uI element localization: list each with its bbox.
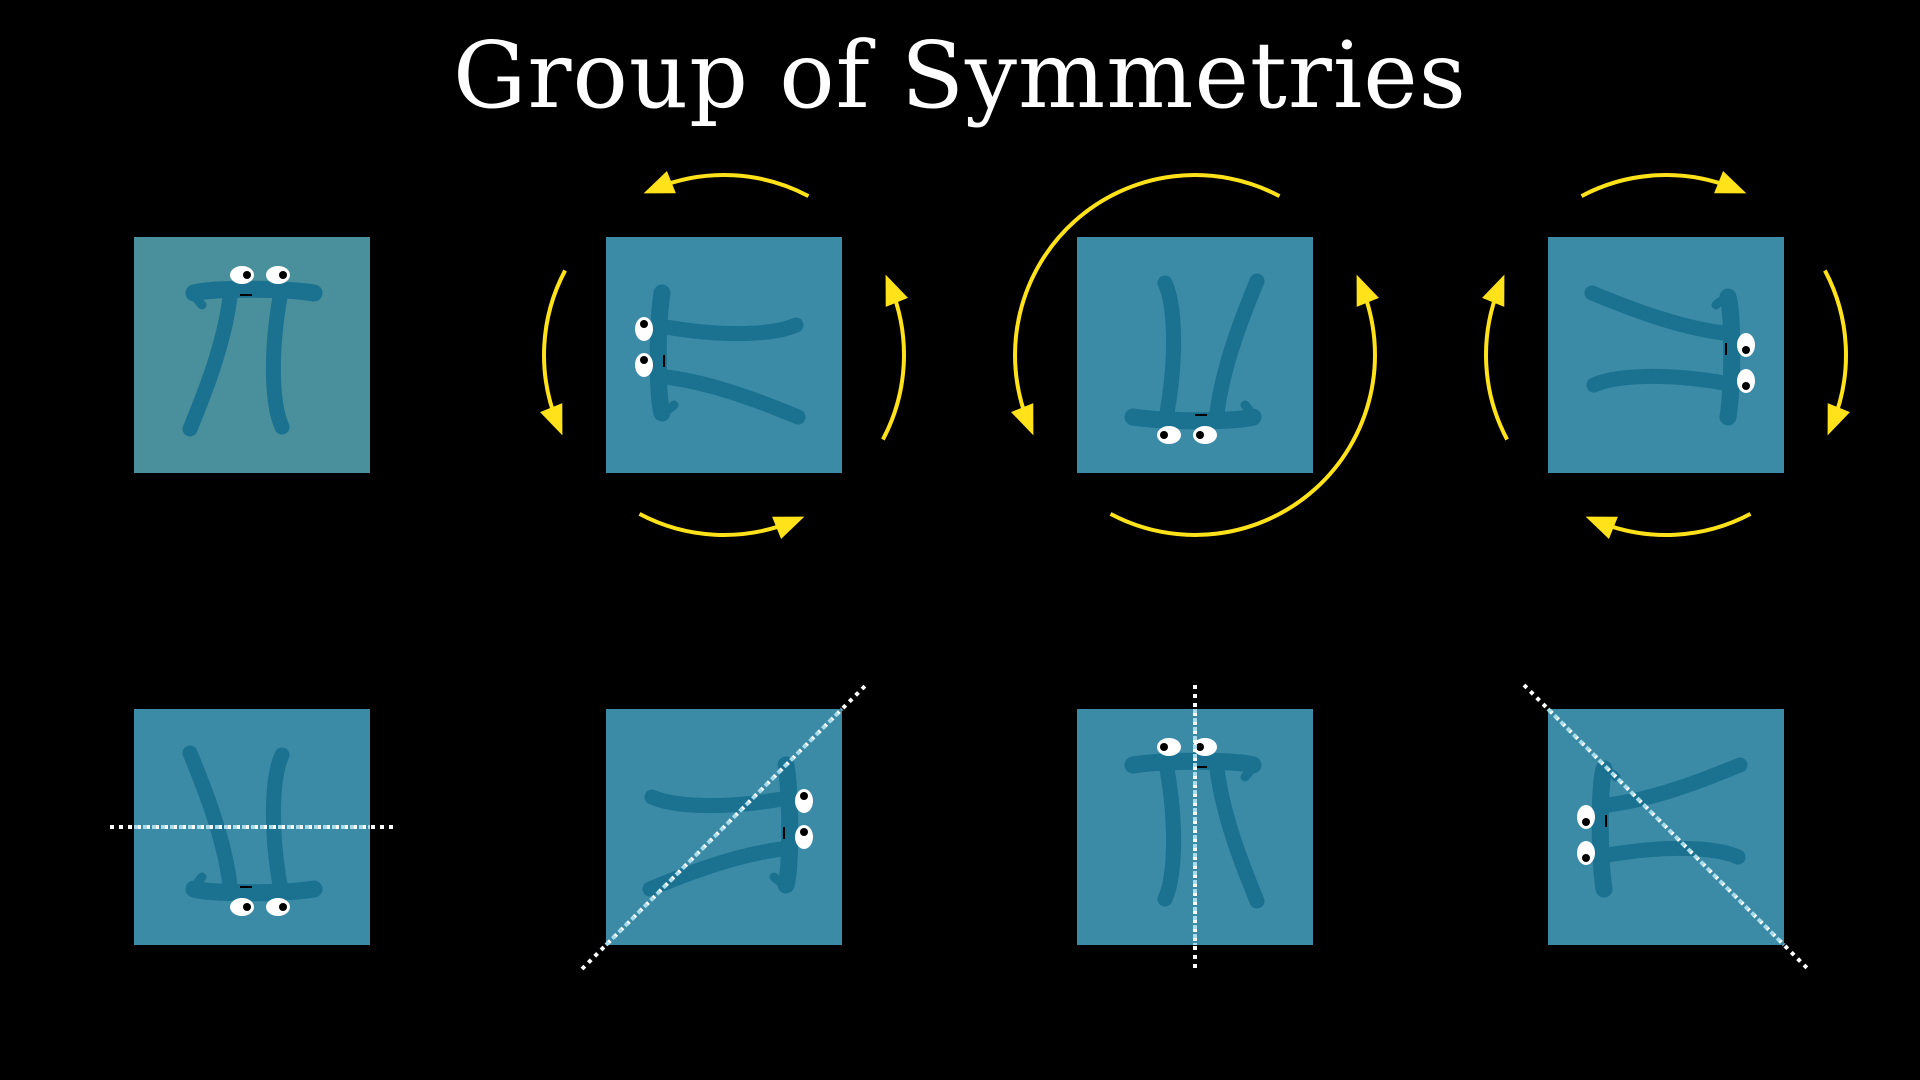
symmetry-rotate-90 xyxy=(540,171,908,539)
symmetry-rotate-270 xyxy=(1482,171,1850,539)
rotation-arrow-0-arrowhead xyxy=(1714,171,1751,205)
rotation-arrow-0-arc xyxy=(1013,173,1281,424)
rotation-arrow-1-arrowhead xyxy=(540,403,574,440)
rotation-arrow-2-arrowhead xyxy=(1581,505,1618,539)
rotation-arrow-3-arrowhead xyxy=(1482,270,1516,307)
reflection-axis-inner xyxy=(604,707,844,947)
rotation-arrow-0-arc xyxy=(1580,173,1735,198)
rotation-arrow-3-arc xyxy=(881,286,906,441)
rotation-arrow-2-arc xyxy=(1597,512,1752,537)
rotation-arrow-1-arrowhead xyxy=(1816,403,1850,440)
symmetry-flip-vertical-axis xyxy=(1077,685,1313,969)
reflection-axis-inner xyxy=(1546,707,1786,947)
symmetry-cells xyxy=(110,171,1850,971)
rotation-arrow-2-arc xyxy=(638,512,793,537)
symmetry-flip-diagonal-descending xyxy=(1522,683,1810,971)
rotation-arrow-1-arrowhead xyxy=(1345,270,1379,307)
rotation-arrow-3-arc xyxy=(1484,286,1509,441)
rotation-arrow-0-arrowhead xyxy=(1011,403,1045,440)
rotation-arrow-0-arrowhead xyxy=(639,171,676,205)
symmetry-rotate-180 xyxy=(1011,173,1379,537)
symmetry-identity xyxy=(134,237,370,473)
symmetry-flip-horizontal-axis xyxy=(110,709,394,945)
rotation-arrow-3-arrowhead xyxy=(874,270,908,307)
symmetry-flip-diagonal-ascending xyxy=(580,683,868,971)
rotation-arrow-1-arc xyxy=(1823,269,1848,424)
rotation-arrow-1-arc xyxy=(1109,286,1377,537)
rotation-arrow-1-arc xyxy=(542,269,567,424)
page-title: Group of Symmetries xyxy=(453,22,1467,129)
rotation-arrow-0-arc xyxy=(655,173,810,198)
rotation-arrow-2-arrowhead xyxy=(772,505,809,539)
